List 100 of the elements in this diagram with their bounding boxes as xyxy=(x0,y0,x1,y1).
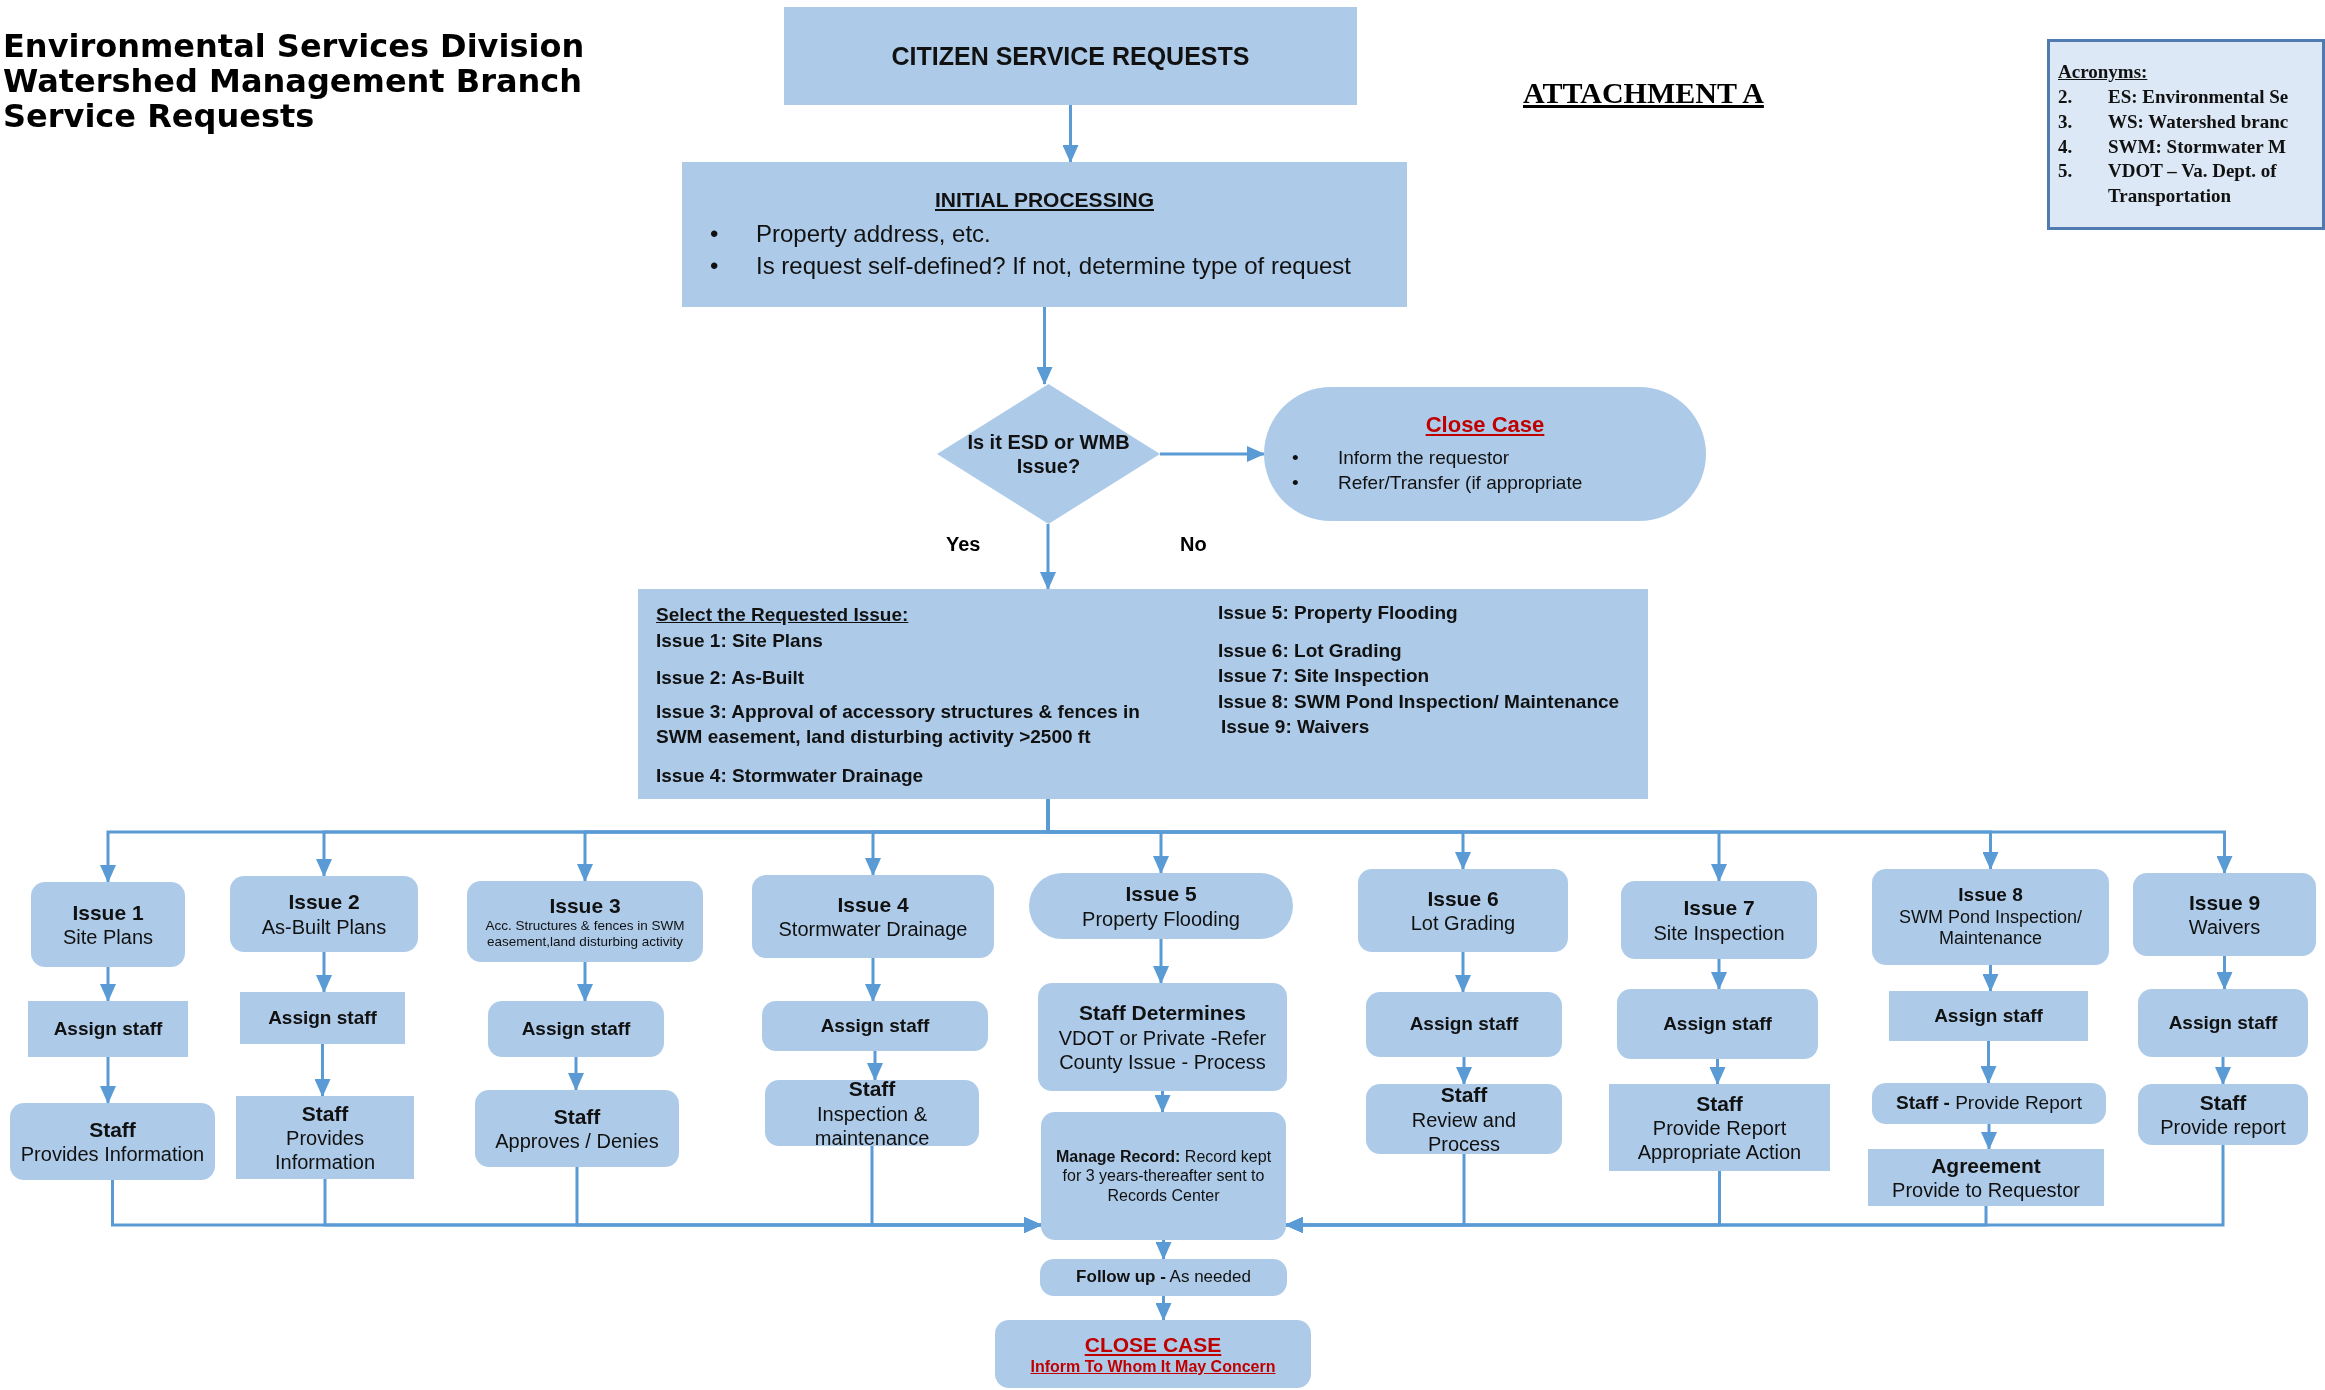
issue-item: Issue 4: Stormwater Drainage xyxy=(656,764,925,788)
process-box xyxy=(475,1090,679,1167)
box-text: Inspection & maintenance xyxy=(813,1101,931,1150)
heading-text: Environmental Services Division xyxy=(3,30,585,62)
bullet-mark: • xyxy=(710,218,720,249)
box-text: Waivers xyxy=(2188,915,2261,940)
arrow xyxy=(577,962,593,1002)
box-text: Provide report xyxy=(2160,1115,2286,1140)
bullet-text: Inform the requestor xyxy=(1338,445,1511,470)
box-heading: Follow up - As needed xyxy=(1076,1267,1251,1288)
box-text: Assign staff xyxy=(1663,1012,1772,1036)
arrow xyxy=(1155,1240,1172,1260)
box-text: Assign staff xyxy=(53,1017,163,1041)
decision-diamond xyxy=(937,384,1160,524)
box-heading: Issue 9 xyxy=(2188,889,2261,916)
box-heading: Issue 5 xyxy=(1125,881,1197,907)
box-text: VDOT or Private -Refer xyxy=(1058,1025,1267,1050)
issue-box xyxy=(1872,869,2109,965)
box-heading: Staff xyxy=(89,1116,136,1143)
box-text: Site Plans xyxy=(62,925,154,950)
acronyms-box xyxy=(2047,39,2325,230)
box-heading: Issue 6 xyxy=(1427,885,1499,912)
process-box xyxy=(488,1001,664,1057)
issue-item: Issue 2: As-Built xyxy=(656,666,806,690)
issue-item: Issue 5: Property Flooding xyxy=(1218,601,1459,625)
box-text: Appropriate Action xyxy=(1637,1140,1802,1165)
process-box xyxy=(1040,1259,1287,1296)
box-text: Assign staff xyxy=(1409,1013,1519,1036)
arrow xyxy=(100,967,116,1002)
box-text: Stormwater Drainage xyxy=(778,917,968,942)
process-box xyxy=(1617,989,1818,1059)
box-heading: Staff xyxy=(848,1076,896,1102)
process-box xyxy=(2138,989,2308,1057)
list-number: 3. xyxy=(2058,109,2074,134)
box-heading: Staff xyxy=(1696,1090,1743,1117)
process-box xyxy=(784,7,1357,105)
bullet-mark: • xyxy=(710,251,720,282)
process-box xyxy=(1366,1084,1562,1154)
box-heading: Staff xyxy=(2199,1089,2247,1116)
box-text: Assign staff xyxy=(268,1006,377,1030)
box-text: As-Built Plans xyxy=(261,914,387,939)
box-heading: Issue 2 xyxy=(288,889,360,915)
box-heading: Close Case xyxy=(1425,412,1545,439)
arrow xyxy=(1709,1059,1726,1085)
arrow xyxy=(2215,1057,2231,1085)
list-number: 2. xyxy=(2058,85,2074,110)
box-heading: Issue 8 xyxy=(1958,884,2023,907)
process-box xyxy=(762,1001,988,1051)
process-box xyxy=(236,1096,414,1179)
acronym-text: WS: Watershed branc xyxy=(2108,109,2290,134)
box-heading: CITIZEN SERVICE REQUESTS xyxy=(891,41,1250,71)
box-heading: Select the Requested Issue: xyxy=(656,603,910,627)
process-box xyxy=(1038,983,1287,1091)
issue-box xyxy=(467,881,703,962)
box-heading: Staff xyxy=(301,1100,349,1127)
record-box xyxy=(1041,1112,1286,1240)
issue-box xyxy=(31,882,185,967)
arrow xyxy=(314,1044,331,1097)
issue-item: Issue 8: SWM Pond Inspection/ Maintenance xyxy=(1218,690,1621,714)
box-text: Review and Process xyxy=(1410,1107,1518,1156)
issue-box xyxy=(2133,873,2316,956)
heading-text: Watershed Management Branch xyxy=(3,65,583,97)
arrow xyxy=(1040,524,1056,590)
box-heading: Staff xyxy=(1440,1082,1488,1108)
arrow xyxy=(1036,307,1053,385)
process-box xyxy=(10,1103,215,1180)
arrow xyxy=(1062,105,1079,163)
arrow xyxy=(1456,1057,1472,1085)
process-box xyxy=(765,1080,979,1146)
box-text: Acc. Structures & fences in SWM easement,land disturbing activity xyxy=(484,917,686,951)
process-box xyxy=(638,589,1648,799)
box-heading: Issue 1 xyxy=(72,899,144,926)
box-heading: INITIAL PROCESSING xyxy=(935,186,1154,212)
arrow xyxy=(1711,959,1727,990)
process-box xyxy=(28,1001,188,1057)
bullet-mark: • xyxy=(1292,445,1300,470)
issue-item: Issue 3: Approval of accessory structures & fences in SWM easement, land disturbing activity >2500 ft xyxy=(656,700,1141,749)
box-heading: Issue 4 xyxy=(837,891,909,918)
arrow xyxy=(1160,446,1265,462)
arrow xyxy=(1455,952,1471,993)
box-text: Approves / Denies xyxy=(495,1129,659,1154)
box-text: Provides Information xyxy=(273,1126,377,1175)
box-text: Property Flooding xyxy=(1082,906,1240,931)
box-text: Inform To Whom It May Concern xyxy=(1030,1357,1276,1377)
issue-box xyxy=(1621,881,1817,959)
box-heading: Agreement xyxy=(1931,1152,2041,1179)
bullet-text: Property address, etc. xyxy=(756,218,992,249)
arrow xyxy=(1153,939,1169,984)
bullet-text: Refer/Transfer (if appropriate xyxy=(1338,471,1584,496)
box-text: Assign staff xyxy=(1934,1004,2043,1028)
terminal-box xyxy=(995,1320,1311,1388)
issue-box xyxy=(1358,869,1568,952)
issue-box xyxy=(752,875,994,958)
issue-item: Issue 9: Waivers xyxy=(1221,715,1371,739)
bullet-mark: • xyxy=(1292,471,1300,496)
arrow xyxy=(865,958,881,1002)
arrow xyxy=(1285,1145,2225,1233)
heading-text: Service Requests xyxy=(3,100,315,132)
arrow xyxy=(316,952,332,993)
issue-item: Issue 1: Site Plans xyxy=(656,629,824,653)
